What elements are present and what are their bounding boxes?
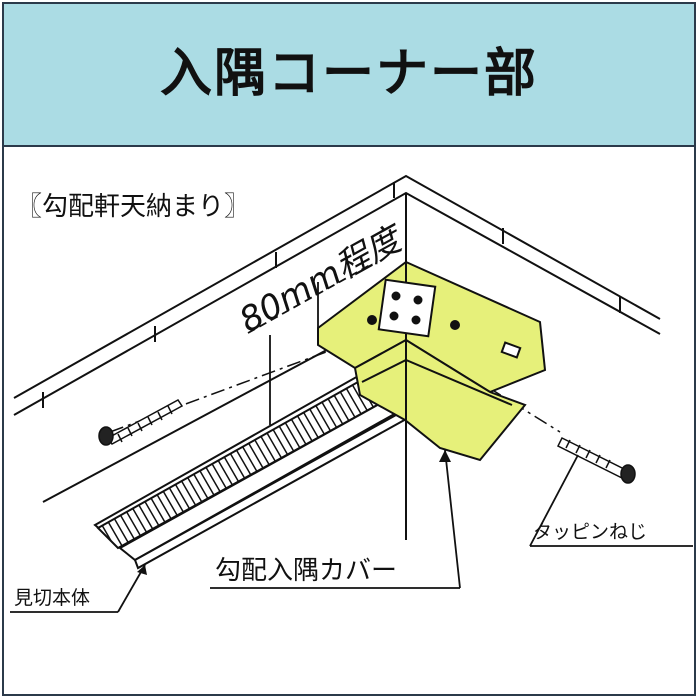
title-banner: 入隅コーナー部 [4, 4, 694, 147]
dimension-guide [247, 264, 371, 334]
mikiri-ventilation-hatch [96, 380, 393, 550]
soffit-outer-edge [13, 174, 661, 399]
inside-corner-cover [317, 260, 547, 462]
cover-label: 勾配入隅カバー [215, 556, 397, 586]
mikiri-body-shape [93, 373, 410, 570]
page-title: 入隅コーナー部 [159, 44, 538, 104]
right-screw-icon [556, 436, 636, 484]
soffit-lines [13, 174, 661, 540]
bracket-hole-3 [389, 311, 399, 321]
cover-slot [500, 341, 522, 359]
soffit-lower-line [42, 344, 337, 503]
soffit-inner-edge [13, 191, 661, 416]
cover-screw-hole-right [450, 320, 460, 330]
cover-leader [444, 449, 461, 589]
bracket-hole-1 [391, 291, 401, 301]
subtitle-label: 〖勾配軒天納まり〗 [16, 192, 250, 222]
cover-edge-line [361, 358, 513, 406]
mounting-bracket [377, 278, 437, 338]
bracket-hole-2 [413, 295, 423, 305]
bracket-hole-4 [411, 315, 421, 325]
mikiri-lip [118, 396, 407, 562]
mikiri-label: 見切本体 [14, 587, 90, 609]
cover-leader-arrow [439, 450, 451, 462]
left-screw-icon [98, 399, 184, 446]
mikiri-leader-arrow [137, 565, 147, 575]
cover-bottom-face [353, 338, 527, 462]
screw-label: タッピンねじ [533, 521, 647, 543]
panel-joint-ticks [42, 182, 621, 408]
spacing-dimension [247, 264, 371, 425]
screw-leader [529, 454, 579, 547]
cover-screw-hole-left [367, 315, 377, 325]
leader-lines [10, 449, 693, 613]
